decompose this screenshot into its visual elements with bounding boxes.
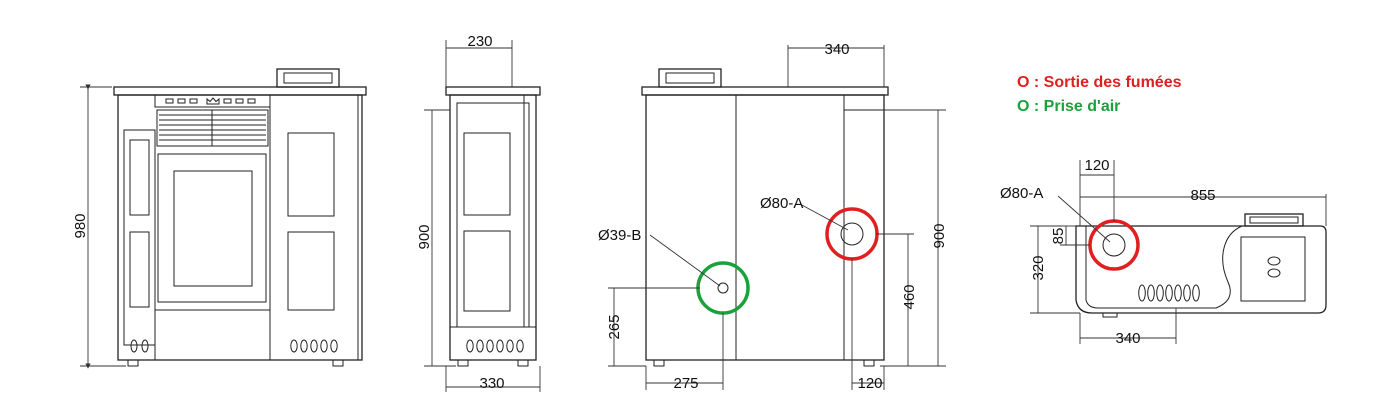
front-control-bar (154, 94, 271, 108)
side-view: 230 900 330 (416, 33, 541, 392)
side-top-label: 230 (467, 33, 492, 50)
rear-smoke-height-dimension: 460 (876, 233, 918, 366)
front-right-panel (269, 94, 359, 361)
top-vents (1138, 284, 1200, 302)
rear-smoke-height-label: 460 (901, 284, 918, 309)
top-handle (1244, 213, 1304, 227)
top-depth-dimension: 320 (1030, 225, 1080, 314)
front-feet (332, 359, 344, 367)
top-panel (1240, 236, 1306, 302)
side-foot (457, 359, 469, 367)
rear-air-label: Ø39-B (598, 227, 641, 244)
crown-icon (206, 97, 220, 105)
side-top-dimension: 230 (445, 33, 513, 87)
top-smoke-marker (1088, 219, 1140, 271)
top-knob (1267, 256, 1281, 266)
top-foot (1102, 312, 1118, 318)
rear-air-height-dimension: 265 (606, 287, 700, 367)
side-body (449, 94, 537, 361)
top-bottom-label: 340 (1115, 330, 1140, 347)
front-handle-inner (283, 72, 333, 84)
front-grille-slats (159, 110, 266, 146)
front-control-icons (165, 97, 256, 105)
side-bottom-label: 330 (479, 375, 504, 392)
rear-height-label: 900 (931, 223, 948, 248)
front-handle (276, 68, 340, 88)
rear-body (645, 94, 885, 361)
rear-air-marker (696, 261, 750, 315)
side-bottom-dimension: 330 (445, 366, 541, 392)
rear-air-pipe (717, 282, 729, 294)
top-offset-label: 120 (1084, 157, 1109, 174)
top-depth-label: 320 (1030, 255, 1047, 280)
legend-smoke-exit: O : Sortie des fumées (1017, 74, 1182, 91)
front-left-vents (130, 339, 149, 353)
rear-handle-inner (665, 72, 715, 84)
rear-air-offset-dimension: 275 (645, 313, 724, 392)
top-bottom-dimension: 340 (1079, 308, 1177, 347)
front-left-panel (123, 129, 156, 346)
front-door (157, 153, 267, 303)
front-left-window (129, 139, 150, 216)
top-smoke-label: Ø80-A (1000, 185, 1043, 202)
top-smoke-pipe (1102, 233, 1126, 257)
rear-smoke-marker (825, 207, 879, 261)
front-top-plate (113, 86, 367, 96)
top-front-curve (1085, 225, 1243, 309)
side-window (463, 132, 511, 216)
rear-foot (863, 359, 875, 367)
top-depth-offset-label: 85 (1050, 228, 1067, 245)
side-height-dimension: 900 (416, 109, 456, 367)
side-foot (517, 359, 529, 367)
rear-top-plate (641, 86, 889, 96)
side-window (463, 230, 511, 312)
front-height-label: 980 (72, 213, 89, 238)
rear-smoke-offset-dimension: 120 (851, 258, 885, 392)
top-depth-offset-dimension: 85 (1050, 225, 1090, 246)
rear-smoke-leader (799, 203, 849, 231)
front-height-dimension: 980 (72, 84, 126, 369)
front-view: 980 (72, 68, 367, 369)
front-door-glass (173, 170, 253, 287)
rear-handle (658, 68, 722, 88)
legend-air-intake: O : Prise d'air (1017, 98, 1121, 115)
top-view: Ø80-A 120 855 85 320 (1000, 157, 1327, 347)
front-left-window (129, 231, 150, 308)
rear-air-height-label: 265 (606, 314, 623, 339)
side-top-plate (445, 86, 541, 96)
rear-air-leader (649, 234, 721, 287)
rear-smoke-pipe (840, 222, 864, 246)
top-offset-dimension: 120 (1079, 157, 1115, 226)
front-right-vents (290, 339, 338, 353)
top-width-label: 855 (1190, 187, 1215, 204)
top-handle-inner (1249, 216, 1299, 224)
rear-smoke-offset-label: 120 (857, 375, 882, 392)
rear-smoke-label: Ø80-A (760, 195, 803, 212)
top-outline (1075, 225, 1327, 314)
side-height-label: 900 (416, 224, 433, 249)
top-smoke-leader (1057, 195, 1111, 243)
rear-top-label: 340 (824, 41, 849, 58)
top-knob (1267, 268, 1281, 278)
rear-air-offset-label: 275 (673, 375, 698, 392)
top-width-dimension: 855 (1080, 187, 1327, 226)
front-right-window (287, 132, 335, 217)
front-right-window (287, 231, 335, 311)
side-vents (466, 339, 524, 353)
rear-view: Ø39-B Ø80-A 340 900 460 265 (598, 41, 948, 392)
rear-top-dimension: 340 (787, 41, 885, 87)
rear-height-dimension: 900 (880, 109, 948, 367)
front-feet (127, 359, 139, 367)
rear-foot (653, 359, 665, 367)
